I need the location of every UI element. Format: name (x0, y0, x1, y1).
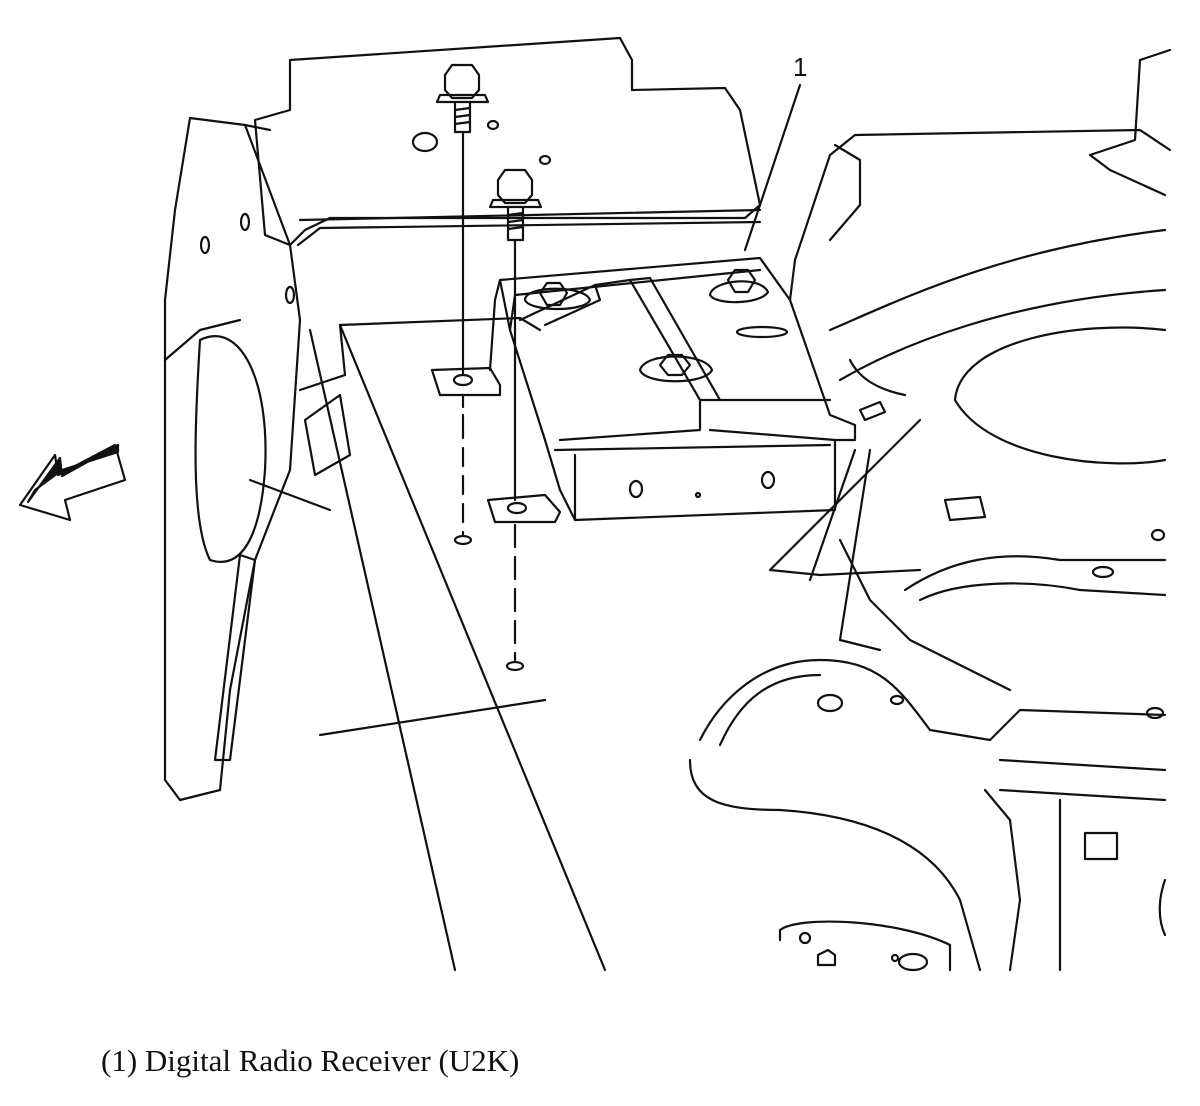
figure-caption: (1) Digital Radio Receiver (U2K) (101, 1043, 520, 1078)
bolt-rear (435, 63, 490, 546)
right-floor-structure (768, 48, 1172, 692)
exploded-view-illustration (18, 36, 1172, 972)
floor-panel (248, 316, 607, 972)
bolt-front (488, 168, 543, 672)
callout-number: 1 (793, 52, 808, 82)
left-side-wall (163, 116, 302, 802)
forward-arrow-icon (18, 443, 127, 522)
lower-crossmember (688, 658, 1167, 972)
callout-leader (743, 83, 802, 252)
digital-radio-receiver (430, 256, 857, 524)
